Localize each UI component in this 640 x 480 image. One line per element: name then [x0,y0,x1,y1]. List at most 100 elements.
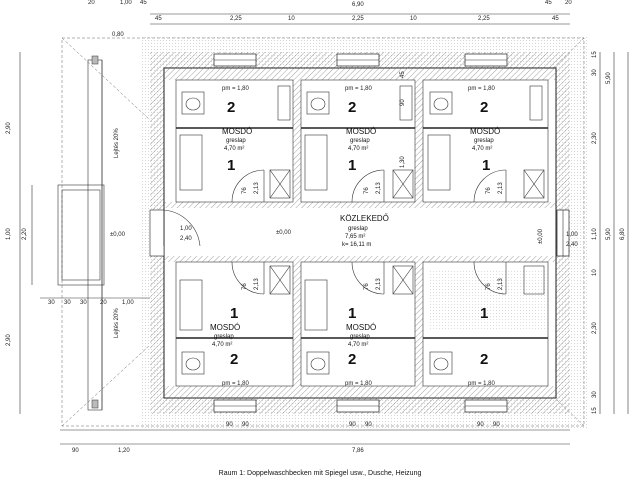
top-small-b: 45 [140,0,147,6]
right-dim-3: 5,90 [606,72,612,84]
lejtes-top: Lejtés 20% [114,128,120,158]
pm-top-3: pm = 1,80 [468,86,496,92]
porch [57,55,105,411]
top-small-a: 1,00 [120,0,132,6]
bw-dim-2: 90 [242,422,249,428]
right-dim-5: 1,10 [592,228,598,240]
lejtes-bottom: Lejtés 20% [114,308,120,338]
bw-dim-4: 90 [365,422,372,428]
caption: Raum 1: Doppelwaschbecken mit Spiegel us… [218,470,422,477]
bottom-dim-3: 7,86 [352,448,364,454]
room-floor-top-2: greslap [350,138,370,144]
room-floor-top-3: greslap [474,138,494,144]
door-w-1: 76 [242,187,248,194]
room-name-bot-1: MOSDÓ [210,323,240,332]
top-dim-2: 2,25 [230,16,242,22]
hall-area: 7,65 m² [345,234,365,240]
bl-dim-2: 30 [64,300,71,306]
top-dim-1: 45 [155,16,162,22]
room-num-top-2: 2 [348,99,356,116]
dimension-lines [19,13,629,445]
room-area-bot-2: 4,70 m² [348,342,368,348]
left-dim-4: 2,90 [6,334,12,346]
right-dim-7: 6,80 [620,228,626,240]
room-floor-top-1: greslap [226,138,246,144]
top-dim-6: 2,25 [478,16,490,22]
hall-floor: greslap [348,226,368,232]
room-floor-bot-2: greslap [350,334,370,340]
bw-dim-3: 90 [349,422,356,428]
room-num-top-3: 2 [480,99,488,116]
door-w-2: 76 [364,187,370,194]
bw-dim-6: 90 [493,422,500,428]
top-dim-7: 45 [552,16,559,22]
room-floor-bot-1: greslap [214,334,234,340]
room-num-bot-4: 2 [230,351,238,368]
door-h-4: 2,13 [254,278,260,290]
room-name-bot-2: MOSDÓ [346,323,376,332]
top-dim-5: 10 [410,16,417,22]
win-dim-2: 1,30 [400,156,406,168]
right-dim-1: 15 [592,51,598,58]
fixtures-bottom [179,261,548,375]
windows [213,53,570,413]
top-win-dim-1: 45 [400,71,406,78]
top-small-right: 45 [545,0,552,6]
right-dim-11: 15 [592,407,598,414]
left-dim-2: 1,00 [6,228,12,240]
top-dim-3: 10 [288,16,295,22]
top-small-right2: 20 [565,0,572,6]
pm-top-2: pm = 1,80 [345,86,373,92]
right-dim-6: 5,90 [606,228,612,240]
room-area-top-2: 4,70 m² [348,146,368,152]
right-level: ±0,00 [538,228,544,244]
right-door: 1,00 [566,232,578,238]
top-small-left: 20 [88,0,95,6]
room-area-bot-1: 4,70 m² [212,342,232,348]
door-h-2: 2,13 [376,182,382,194]
left-dim-1: 2,90 [6,122,12,134]
hall-level: ±0,00 [276,230,292,236]
right-dim-4: 2,30 [592,132,598,144]
room-area-top-1: 4,70 m² [224,146,244,152]
pm-bot-3: pm = 1,80 [468,381,496,387]
right-side-dim: 2,40 [566,242,578,248]
roof-dim: 0,80 [112,32,124,38]
door-w-5: 76 [364,283,370,290]
door-w-3: 76 [486,187,492,194]
bottom-dim-1: 90 [72,448,79,454]
left-dim-3: 2,20 [22,228,28,240]
room-num-top-4: 1 [227,157,235,174]
room-num-top-1: 2 [227,99,235,116]
right-dim-9: 2,30 [592,322,598,334]
door-h-1: 2,13 [254,182,260,194]
top-total: 6,90 [352,2,364,8]
bl-dim-1: 30 [48,300,55,306]
door-h-3: 2,13 [498,182,504,194]
building-walls [150,52,570,414]
room-num-bot-5: 2 [348,351,356,368]
entrance-door [149,209,201,257]
door-w-6: 76 [486,283,492,290]
bw-dim-1: 90 [226,422,233,428]
right-dim-8: 10 [592,269,598,276]
hall-name: KÖZLEKEDŐ [340,214,389,223]
entry-level: ±0,00 [110,232,126,238]
room-num-top-6: 1 [482,157,490,174]
room-num-bot-1: 1 [230,305,238,322]
room-name-top-3: MOSDÓ [470,127,500,136]
entry-dim-b: 2,40 [180,236,192,242]
pm-bot-1: pm = 1,80 [222,381,250,387]
room-num-bot-3: 1 [480,305,488,322]
top-dim-4: 2,25 [352,16,364,22]
room-area-top-3: 4,70 m² [472,146,492,152]
door-h-5: 2,13 [376,278,382,290]
bw-dim-5: 90 [477,422,484,428]
bl-dim-4: 20 [100,300,107,306]
room-name-top-1: MOSDÓ [222,127,252,136]
right-dim-2: 30 [592,69,598,76]
fixtures-top [179,85,545,203]
room-name-top-2: MOSDÓ [346,127,376,136]
right-dim-10: 30 [592,391,598,398]
